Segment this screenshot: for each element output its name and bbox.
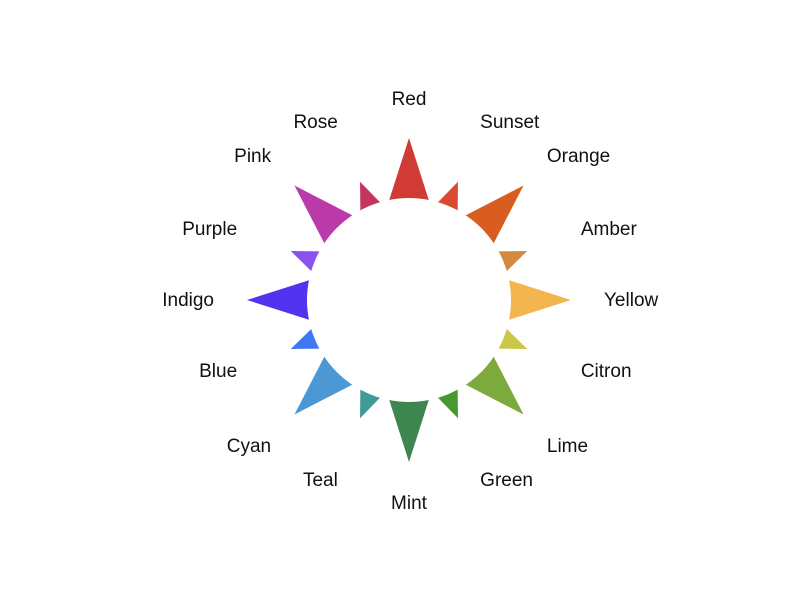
label-pink: Pink (234, 146, 271, 167)
label-lime: Lime (547, 436, 588, 457)
label-teal: Teal (303, 470, 338, 491)
label-sunset: Sunset (480, 112, 540, 133)
label-blue: Blue (199, 361, 237, 382)
label-rose: Rose (293, 112, 337, 133)
label-yellow: Yellow (604, 290, 659, 311)
label-cyan: Cyan (227, 436, 271, 457)
label-citron: Citron (581, 361, 632, 382)
label-indigo: Indigo (162, 290, 214, 311)
label-orange: Orange (547, 146, 610, 167)
label-amber: Amber (581, 219, 638, 240)
label-green: Green (480, 470, 533, 491)
wheel-labels: RedSunsetOrangeAmberYellowCitronLimeGree… (162, 89, 658, 514)
wheel-center (307, 198, 511, 402)
label-red: Red (392, 89, 427, 110)
label-mint: Mint (391, 493, 428, 514)
label-purple: Purple (182, 219, 237, 240)
